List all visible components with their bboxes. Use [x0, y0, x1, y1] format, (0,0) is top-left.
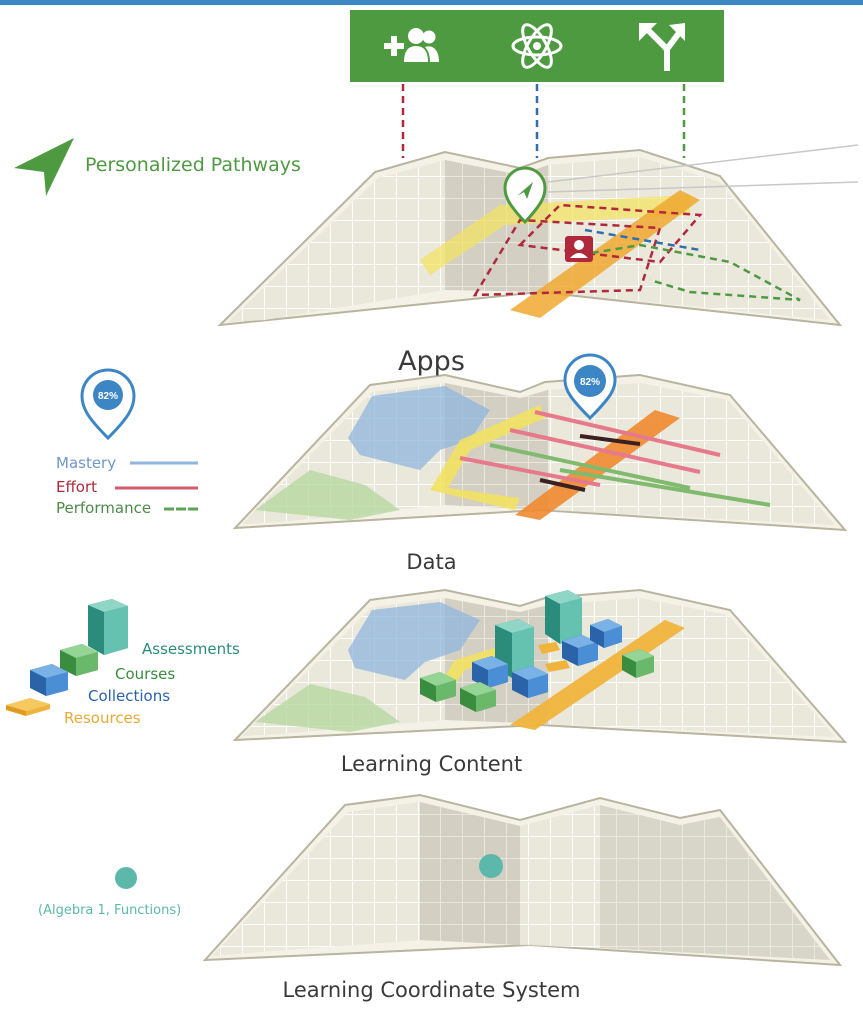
- add-users-icon[interactable]: [381, 19, 443, 73]
- atom-icon[interactable]: [506, 19, 568, 73]
- legend-courses: Courses: [115, 665, 176, 683]
- top-accent-line: [0, 0, 863, 5]
- legend-collection-cube: [30, 664, 68, 696]
- data-badge-pin: 82%: [80, 368, 136, 441]
- collection-cube-2: [590, 619, 622, 648]
- apps-map: [217, 144, 859, 327]
- legend-collections: Collections: [88, 687, 171, 705]
- map-pin-value: 82%: [580, 377, 600, 388]
- pathway-pin-icon: [503, 166, 547, 225]
- fork-arrows-icon[interactable]: [631, 19, 693, 73]
- apps-title: Apps: [398, 346, 465, 377]
- collection-cube-3: [472, 656, 508, 688]
- legend-assessments: Assessments: [142, 640, 240, 658]
- legend-effort: Effort: [56, 478, 98, 496]
- collection-cube-4: [512, 666, 548, 698]
- legend-course-cube: [60, 644, 98, 676]
- pathways-label: Personalized Pathways: [85, 154, 301, 176]
- coordinate-map: [202, 793, 843, 967]
- legend-resources: Resources: [64, 709, 141, 727]
- legend-performance: Performance: [56, 499, 152, 517]
- badge-value: 82%: [98, 391, 118, 402]
- collection-cube-1: [562, 635, 598, 666]
- assessment-cube-1: [545, 590, 582, 644]
- coordinate-system-title: Learning Coordinate System: [282, 978, 581, 1002]
- data-map: 82%: [232, 353, 848, 532]
- content-map: [232, 588, 848, 744]
- legend-mastery: Mastery: [56, 454, 117, 472]
- legend-resource-tile: [6, 698, 50, 716]
- course-cube-1: [420, 672, 456, 702]
- learning-content-title: Learning Content: [340, 752, 523, 776]
- coordinate-point-label: (Algebra 1, Functions): [38, 903, 182, 918]
- course-cube-2: [460, 682, 496, 712]
- pathway-arrow-icon: [14, 138, 74, 196]
- legend-assessment-cube: [88, 599, 128, 655]
- data-title: Data: [406, 550, 457, 574]
- course-cube-3: [622, 649, 654, 678]
- coordinate-point: [479, 854, 503, 878]
- app-toolbar: [350, 10, 724, 82]
- legend-coordinate-dot: [115, 867, 137, 889]
